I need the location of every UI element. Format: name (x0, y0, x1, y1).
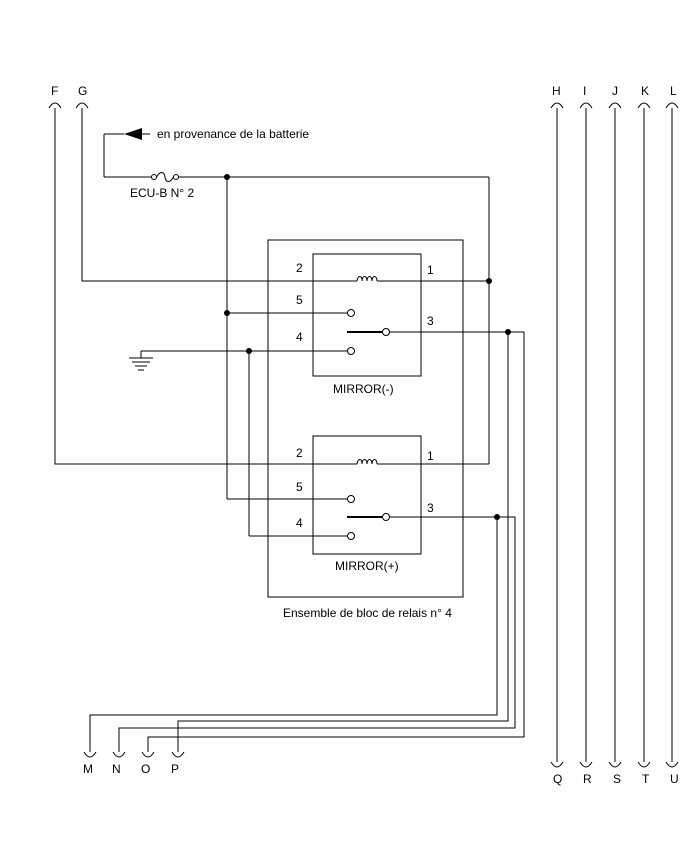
arrow-left-icon (124, 128, 142, 140)
connector-s-bottom: S (613, 772, 621, 786)
wires-outputs (89, 332, 509, 752)
connector-k-top: K (641, 84, 649, 98)
connector-l-top: L (670, 84, 677, 98)
connector-i-top: I (583, 84, 586, 98)
connector-m-bottom: M (83, 762, 93, 776)
connector-o-bottom: O (141, 762, 150, 776)
coil-icon (356, 459, 378, 465)
connector-p-bottom: P (171, 762, 179, 776)
passthrough-wires-right (556, 108, 673, 762)
coil-icon (356, 276, 378, 282)
wires-relay-minus (81, 108, 525, 752)
battery-feed (103, 128, 152, 178)
relay-plus-pin-3: 3 (427, 501, 434, 515)
relay-plus-pin-5: 5 (296, 480, 303, 494)
ground-icon (129, 351, 153, 371)
relay-plus-pin-2: 2 (296, 446, 303, 460)
connector-f-top: F (51, 84, 58, 98)
connector-h-top: H (552, 84, 561, 98)
connector-hooks-bottom (83, 751, 679, 768)
fuse-label: ECU-B N° 2 (130, 186, 194, 200)
connector-u-bottom: U (670, 772, 679, 786)
connector-n-bottom: N (112, 762, 121, 776)
connector-t-bottom: T (642, 772, 650, 786)
battery-label: en provenance de la batterie (157, 127, 309, 141)
connector-hooks-top (48, 102, 679, 109)
connector-j-top: J (612, 84, 618, 98)
relay-mirror-plus (312, 435, 422, 555)
relay-minus-pin-5: 5 (296, 293, 303, 307)
relay-minus-pin-4: 4 (296, 330, 303, 344)
relay-minus-name: MIRROR(-) (333, 382, 394, 396)
fuse-icon (151, 172, 179, 182)
junction-dots (224, 174, 511, 520)
relay-minus-pin-3: 3 (427, 314, 434, 328)
connector-g-top: G (78, 84, 87, 98)
connector-r-bottom: R (583, 772, 592, 786)
relay-plus-name: MIRROR(+) (335, 559, 399, 573)
relay-minus-pin-1: 1 (427, 263, 434, 277)
relay-minus-pin-2: 2 (296, 261, 303, 275)
connector-q-bottom: Q (553, 772, 562, 786)
relay-mirror-minus (312, 253, 422, 377)
relay-plus-pin-1: 1 (427, 449, 434, 463)
relay-plus-pin-4: 4 (296, 516, 303, 530)
relay-assembly-label: Ensemble de bloc de relais n° 4 (283, 606, 452, 620)
wires-relay-plus (54, 108, 516, 752)
